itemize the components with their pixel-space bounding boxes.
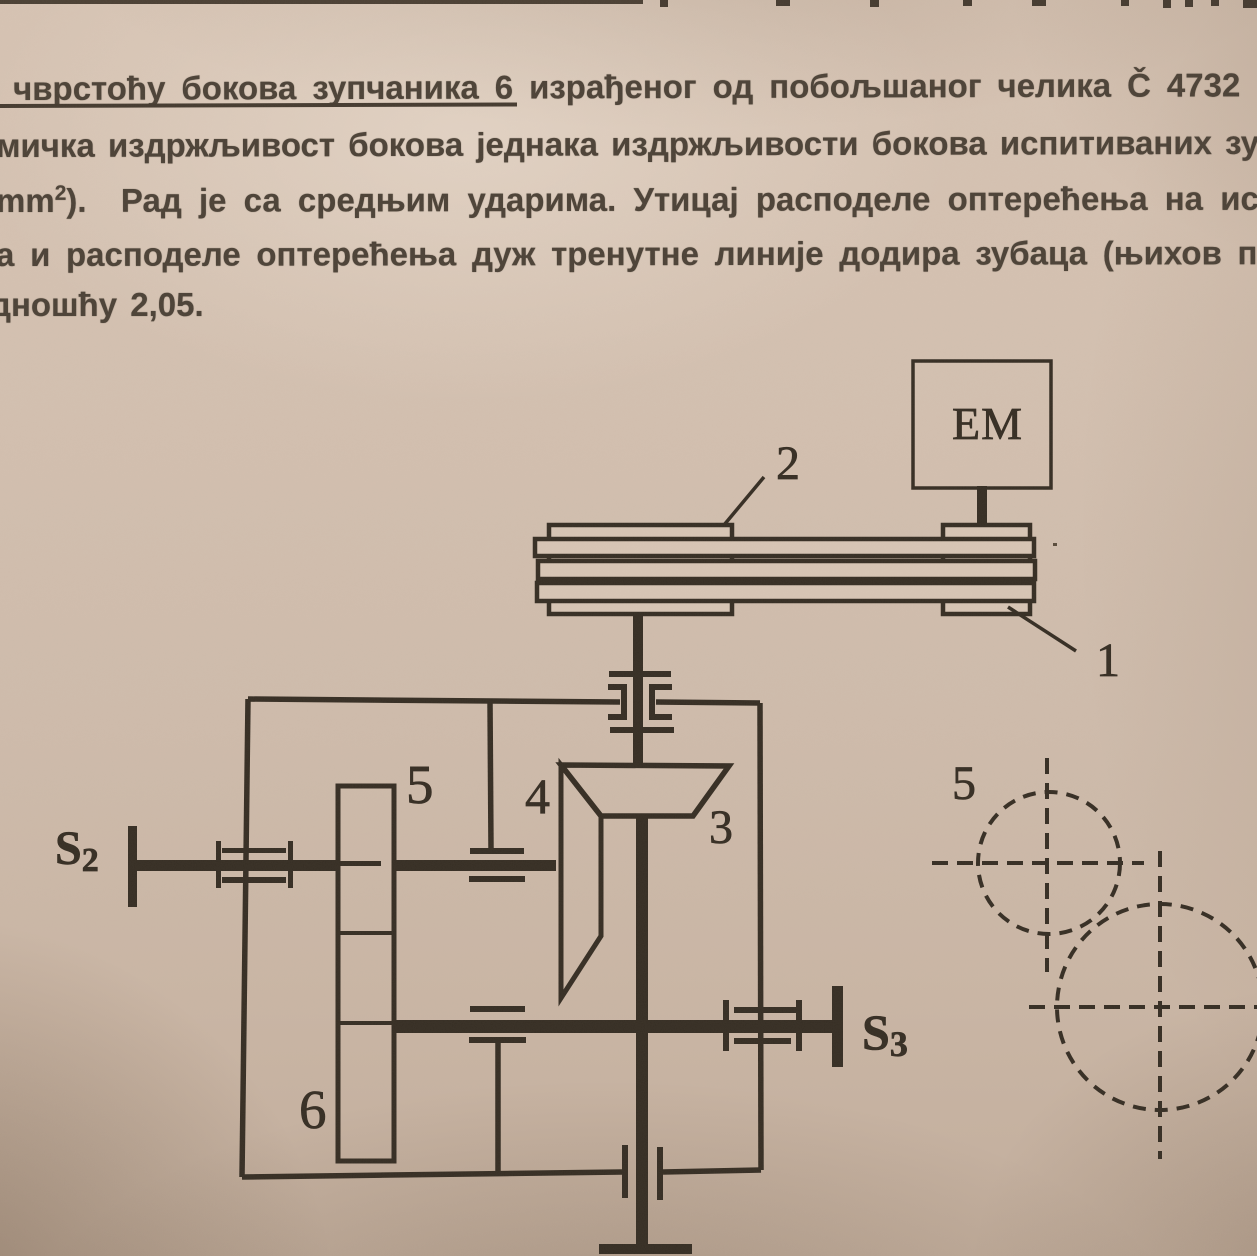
svg-text:5: 5 [406, 754, 434, 815]
svg-text:3: 3 [709, 801, 733, 854]
svg-text:2: 2 [776, 437, 800, 490]
svg-text:S3: S3 [862, 1004, 908, 1064]
svg-text:6: 6 [299, 1079, 327, 1140]
svg-text:EM: EM [952, 398, 1023, 449]
svg-text:S2: S2 [55, 822, 99, 879]
svg-text:4: 4 [525, 768, 550, 824]
svg-text:5: 5 [952, 757, 976, 810]
svg-text:1: 1 [1096, 634, 1120, 687]
